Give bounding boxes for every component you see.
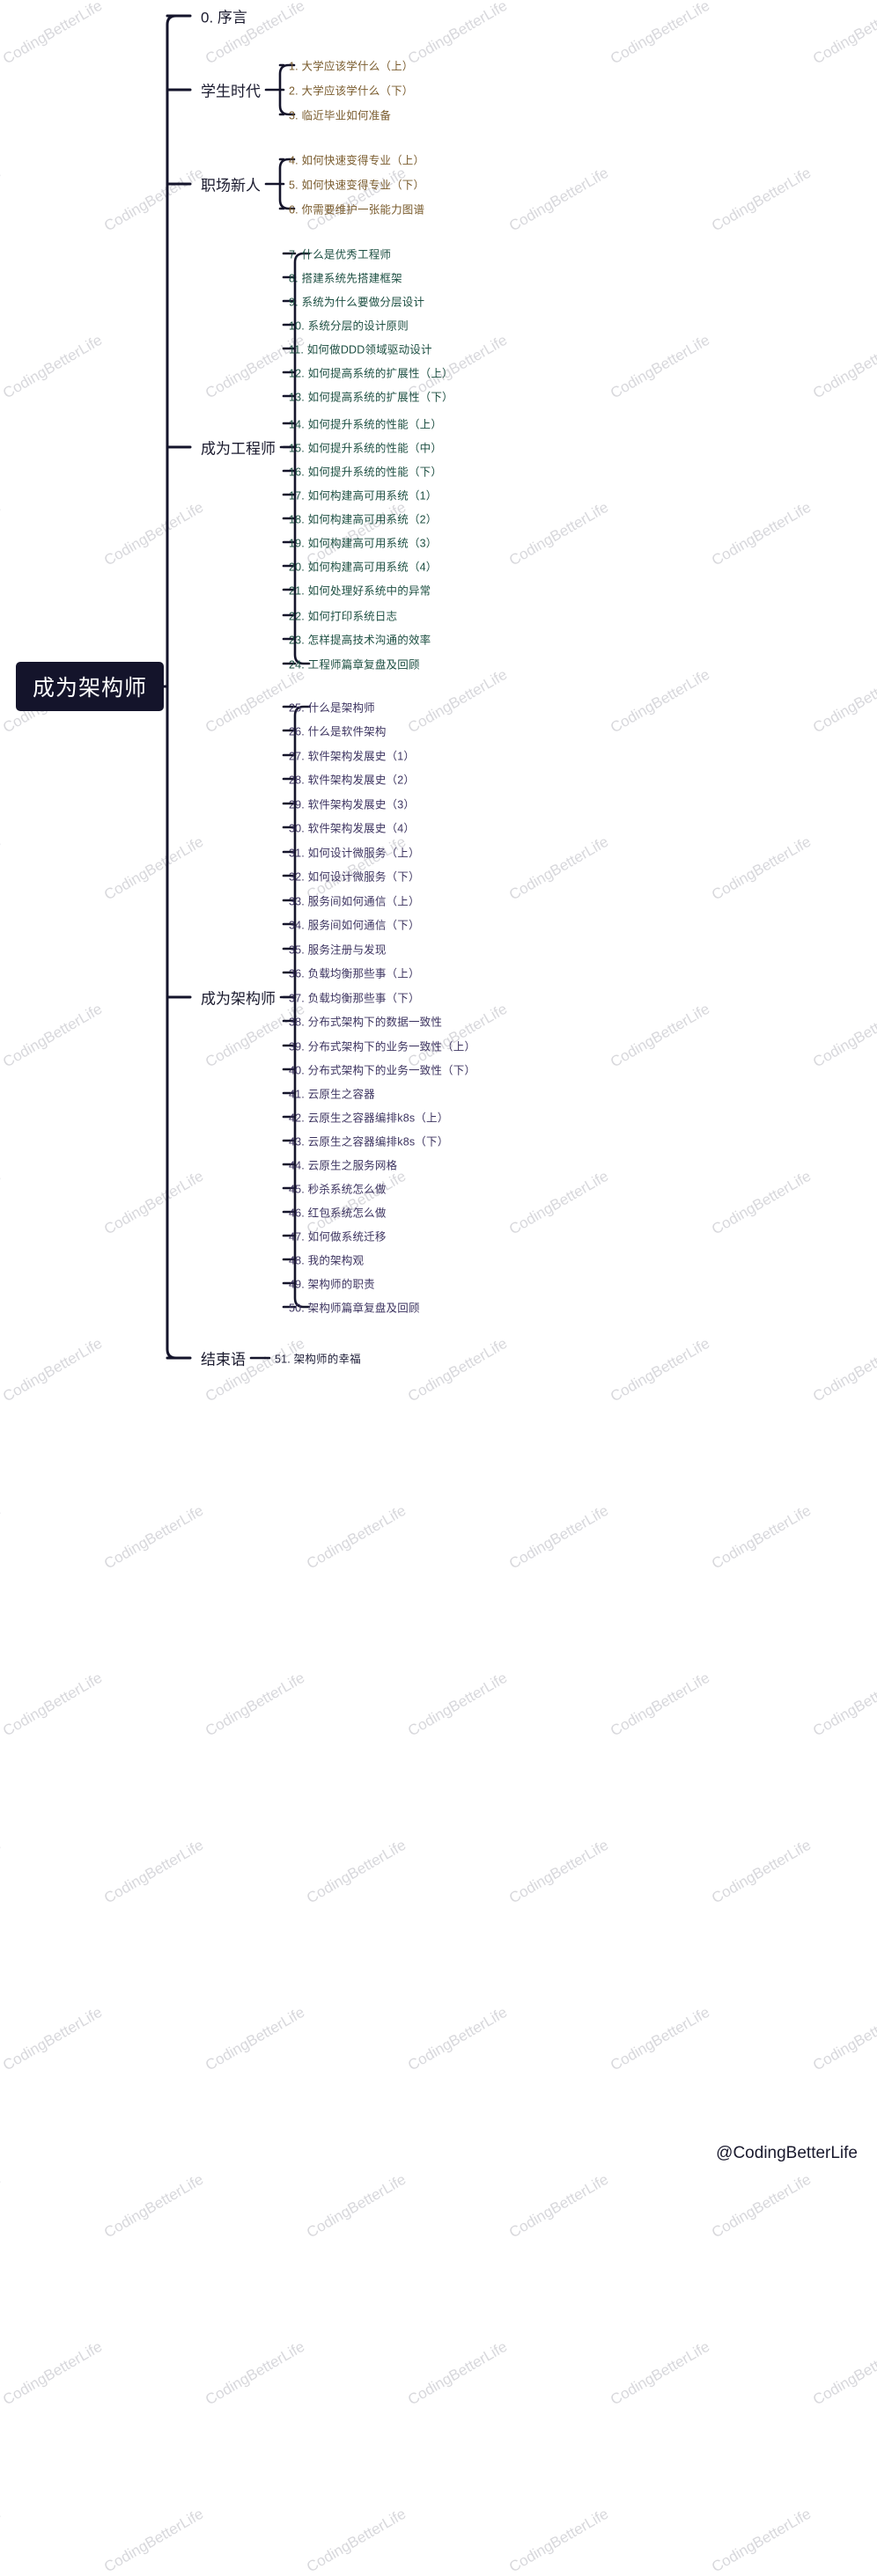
leaf-node[interactable]: 32. 如何设计微服务（下） — [289, 870, 420, 884]
mindmap-canvas: 成为架构师 0. 序言学生时代 1. 大学应该学什么（上） 2. 大学应该学什么（下… — [16, 9, 476, 1369]
leaf-node[interactable]: 13. 如何提高系统的扩展性（下） — [289, 391, 453, 404]
leaf-node[interactable]: 30. 软件架构发展史（4） — [289, 822, 416, 835]
watermark-text: CodingBetterLife — [203, 2337, 308, 2409]
leaf-node[interactable]: 21. 如何处理好系统中的异常 — [289, 584, 431, 598]
branch-label-workplace-newcomer[interactable]: 职场新人 — [201, 177, 261, 194]
leaf-node[interactable]: 17. 如何构建高可用系统（1） — [289, 489, 438, 503]
watermark-text: CodingBetterLife — [709, 2505, 814, 2576]
branch-label-student-era[interactable]: 学生时代 — [201, 83, 261, 100]
leaf-node[interactable]: 20. 如何构建高可用系统（4） — [289, 561, 438, 574]
watermark-text: CodingBetterLife — [810, 2337, 877, 2409]
leaf-node[interactable]: 29. 软件架构发展史（3） — [289, 798, 416, 811]
leaf-node[interactable]: 7. 什么是优秀工程师 — [289, 248, 392, 261]
edge-path — [293, 252, 311, 665]
leaf-node[interactable]: 37. 负载均衡那些事（下） — [289, 992, 420, 1005]
watermark-text: CodingBetterLife — [304, 2505, 409, 2576]
watermark-text: CodingBetterLife — [0, 2505, 4, 2576]
leaf-node[interactable]: 47. 如何做系统迁移 — [289, 1230, 387, 1244]
branch-label-epilogue[interactable]: 结束语 — [201, 1351, 246, 1369]
leaf-node[interactable]: 24. 工程师篇章复盘及回顾 — [289, 658, 420, 672]
leaf-node[interactable]: 45. 秒杀系统怎么做 — [289, 1183, 387, 1196]
edge-path — [166, 14, 185, 1360]
leaf-node[interactable]: 43. 云原生之容器编排k8s（下） — [289, 1135, 449, 1149]
leaf-node[interactable]: 19. 如何构建高可用系统（3） — [289, 537, 438, 550]
leaf-node[interactable]: 10. 系统分层的设计原则 — [289, 319, 409, 333]
leaf-node[interactable]: 18. 如何构建高可用系统（2） — [289, 513, 438, 526]
leaf-node[interactable]: 51. 架构师的幸福 — [275, 1353, 361, 1366]
leaf-node[interactable]: 14. 如何提升系统的性能（上） — [289, 418, 443, 431]
leaf-node[interactable]: 31. 如何设计微服务（上） — [289, 847, 420, 860]
leaf-node[interactable]: 34. 服务间如何通信（下） — [289, 919, 420, 932]
leaf-node[interactable]: 15. 如何提升系统的性能（中） — [289, 442, 443, 455]
leaf-node[interactable]: 50. 架构师篇章复盘及回顾 — [289, 1302, 420, 1315]
leaf-node[interactable]: 49. 架构师的职责 — [289, 1278, 375, 1291]
leaf-node[interactable]: 4. 如何快速变得专业（上） — [289, 154, 425, 167]
watermark-text: CodingBetterLife — [405, 2337, 511, 2409]
leaf-node[interactable]: 33. 服务间如何通信（上） — [289, 895, 420, 908]
leaf-node[interactable]: 36. 负载均衡那些事（上） — [289, 967, 420, 980]
root-node[interactable]: 成为架构师 — [16, 662, 164, 711]
leaf-node[interactable]: 8. 搭建系统先搭建框架 — [289, 272, 402, 285]
leaf-node[interactable]: 16. 如何提升系统的性能（下） — [289, 466, 443, 479]
footer-handle: @CodingBetterLife — [716, 2144, 858, 2162]
leaf-node[interactable]: 46. 红包系统怎么做 — [289, 1207, 387, 1220]
watermark-text: CodingBetterLife — [506, 2505, 612, 2576]
leaf-node[interactable]: 2. 大学应该学什么（下） — [289, 84, 414, 98]
leaf-node[interactable]: 22. 如何打印系统日志 — [289, 610, 398, 623]
watermark-text: CodingBetterLife — [608, 2337, 713, 2409]
branch-label-become-architect[interactable]: 成为架构师 — [201, 990, 276, 1008]
leaf-node[interactable]: 12. 如何提高系统的扩展性（上） — [289, 367, 453, 380]
leaf-node[interactable]: 39. 分布式架构下的业务一致性（上） — [289, 1040, 476, 1053]
watermark-text: CodingBetterLife — [0, 2337, 106, 2409]
branch-label-preface[interactable]: 0. 序言 — [201, 9, 247, 26]
leaf-node[interactable]: 6. 你需要维护一张能力图谱 — [289, 203, 425, 217]
mindmap-edges — [162, 14, 311, 1360]
leaf-node[interactable]: 27. 软件架构发展史（1） — [289, 750, 416, 763]
leaf-node[interactable]: 48. 我的架构观 — [289, 1254, 365, 1267]
leaf-node[interactable]: 41. 云原生之容器 — [289, 1088, 375, 1101]
leaf-node[interactable]: 35. 服务注册与发现 — [289, 943, 387, 957]
leaf-node[interactable]: 23. 怎样提高技术沟通的效率 — [289, 634, 431, 647]
leaf-node[interactable]: 1. 大学应该学什么（上） — [289, 60, 414, 73]
leaf-node[interactable]: 9. 系统为什么要做分层设计 — [289, 296, 425, 309]
leaf-node[interactable]: 38. 分布式架构下的数据一致性 — [289, 1016, 443, 1029]
leaf-node[interactable]: 5. 如何快速变得专业（下） — [289, 179, 425, 192]
leaf-node[interactable]: 28. 软件架构发展史（2） — [289, 774, 416, 787]
leaf-node[interactable]: 11. 如何做DDD领域驱动设计 — [289, 343, 432, 356]
root-label: 成为架构师 — [32, 676, 147, 701]
leaf-node[interactable]: 25. 什么是架构师 — [289, 701, 375, 715]
leaf-node[interactable]: 26. 什么是软件架构 — [289, 725, 387, 738]
branch-label-become-engineer[interactable]: 成为工程师 — [201, 440, 276, 458]
leaf-node[interactable]: 40. 分布式架构下的业务一致性（下） — [289, 1064, 476, 1077]
leaf-node[interactable]: 42. 云原生之容器编排k8s（上） — [289, 1112, 449, 1125]
watermark-text: CodingBetterLife — [101, 2505, 207, 2576]
leaf-node[interactable]: 3. 临近毕业如何准备 — [289, 109, 392, 122]
leaf-node[interactable]: 44. 云原生之服务网格 — [289, 1159, 398, 1172]
